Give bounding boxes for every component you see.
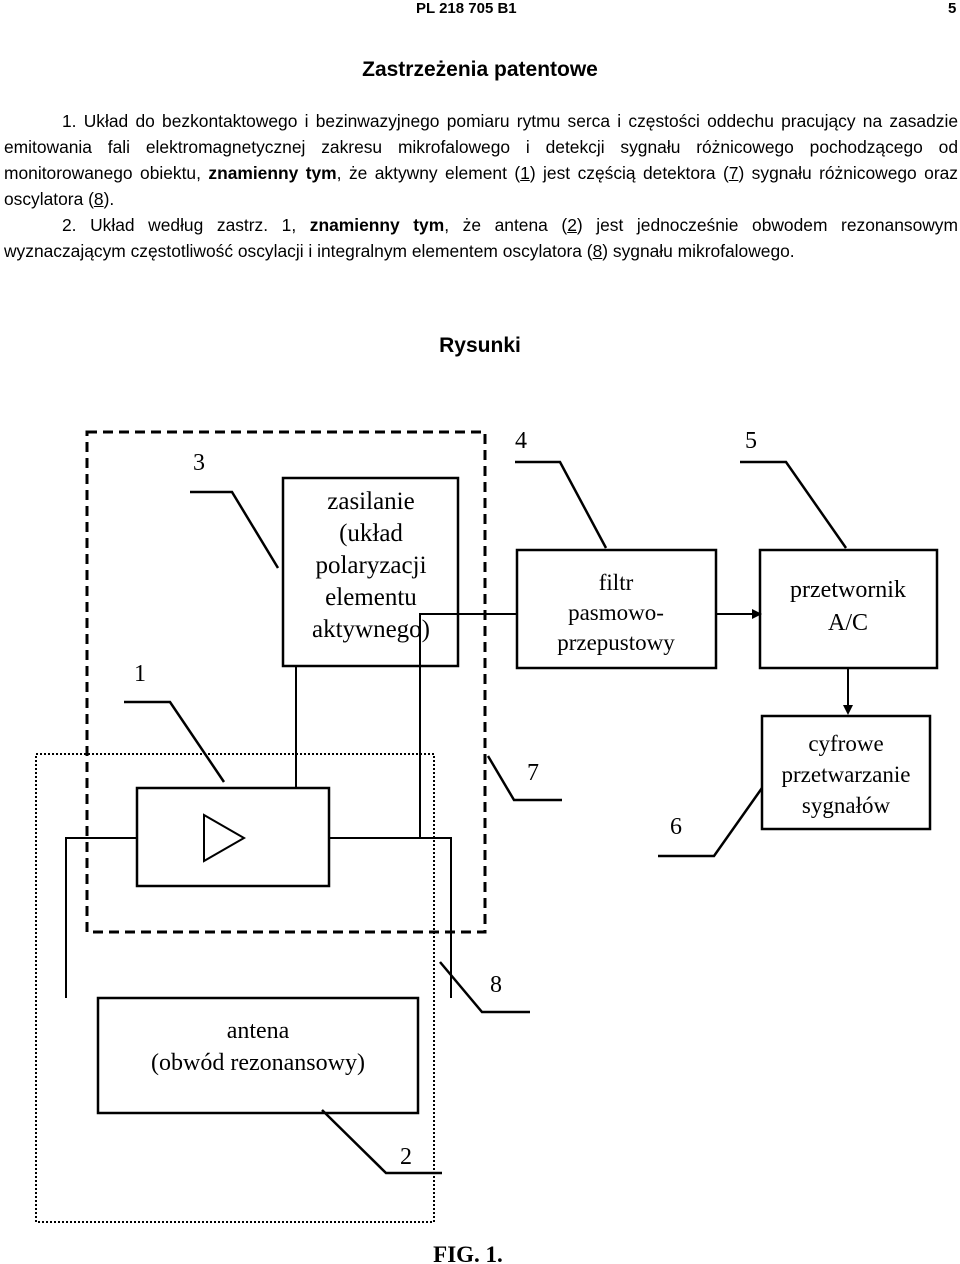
claims-title: Zastrzeżenia patentowe: [362, 58, 598, 81]
dashed-boundary-detector: [85, 430, 487, 934]
reference-label-6: 6: [670, 814, 682, 840]
adc-line-1: przetwornik: [790, 577, 906, 603]
dsp-block: [760, 714, 932, 831]
reference-6: 6: [658, 787, 764, 858]
reference-label-8: 8: [490, 972, 502, 998]
reference-2: 2: [321, 1109, 442, 1175]
dsp-line-2: przetwarzanie: [782, 762, 911, 787]
reference-label-3: 3: [193, 450, 205, 476]
dsp-line-3: sygnałów: [802, 793, 891, 818]
power-supply-block: [281, 476, 460, 668]
dotted-boundary-oscillator: [35, 753, 435, 1223]
page-number: 5: [948, 0, 957, 17]
reference-4: 4: [515, 428, 608, 549]
adc-block: [758, 548, 939, 670]
claim-2: 2. Układ według zastrz. 1, znamienny tym…: [4, 215, 958, 261]
adc-line-2: A/C: [828, 610, 868, 636]
active-element-block: [135, 786, 331, 888]
dsp-line-1: cyfrowe: [808, 731, 883, 756]
reference-7: 7: [486, 755, 562, 802]
amplifier-triangle-icon: [203, 813, 247, 863]
reference-label-5: 5: [745, 428, 757, 454]
reference-label-2: 2: [400, 1144, 412, 1170]
reference-3: 3: [190, 450, 280, 569]
power-supply-line-5: aktywnego): [312, 616, 430, 643]
claim-1: 1. Układ do bezkontaktowego i bezinwazyj…: [4, 111, 958, 209]
figures-heading: Rysunki: [439, 334, 521, 357]
claims-text: 1. Układ do bezkontaktowego i bezinwazyj…: [4, 108, 958, 264]
antenna-line-1: antena: [227, 1018, 290, 1044]
reference-label-4: 4: [515, 428, 527, 454]
power-supply-line-3: polaryzacji: [315, 552, 426, 579]
antenna-line-2: (obwód rezonansowy): [151, 1050, 365, 1076]
bandpass-filter-block: [515, 548, 718, 670]
reference-1: 1: [124, 661, 226, 783]
reference-8: 8: [439, 961, 530, 1014]
patent-number: PL 218 705 B1: [416, 0, 517, 17]
wires: [65, 609, 853, 998]
reference-5: 5: [740, 428, 848, 549]
reference-label-7: 7: [527, 760, 539, 786]
power-supply-line-2: (układ: [339, 520, 403, 547]
power-supply-line-4: elementu: [325, 584, 417, 611]
filter-line-1: filtr: [599, 570, 634, 595]
filter-line-3: przepustowy: [557, 630, 675, 655]
reference-label-1: 1: [134, 661, 146, 687]
power-supply-line-1: zasilanie: [327, 488, 414, 515]
filter-line-2: pasmowo-: [568, 600, 664, 625]
antenna-block: [96, 996, 420, 1115]
figure-caption: FIG. 1.: [433, 1242, 503, 1264]
